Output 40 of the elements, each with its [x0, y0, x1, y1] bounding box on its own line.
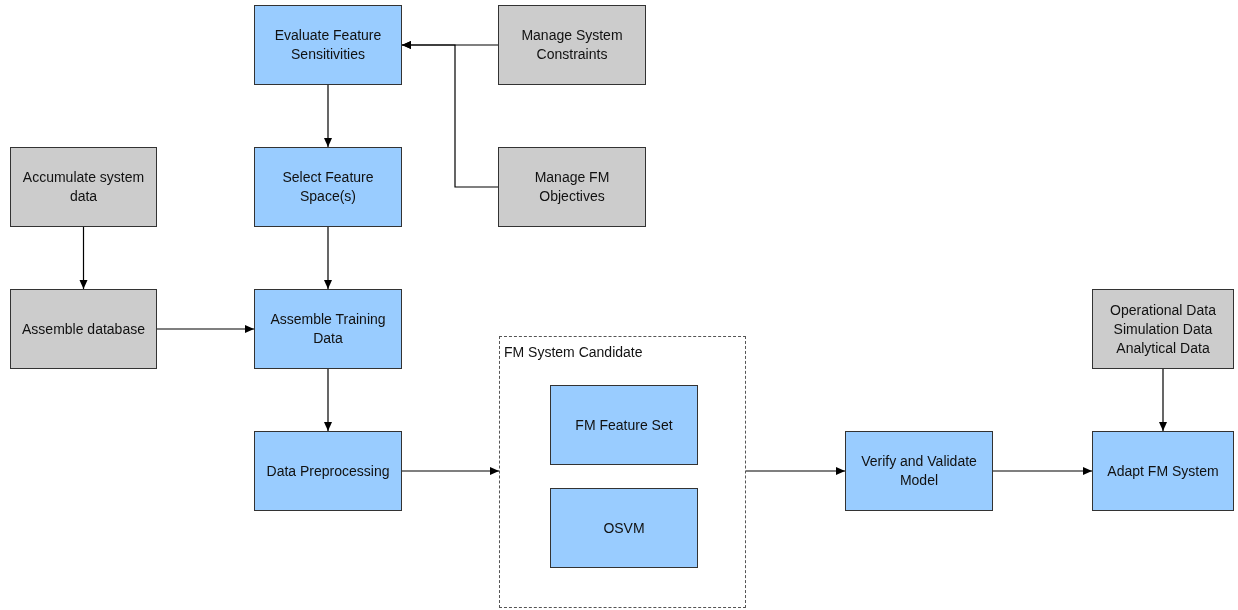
box-label: Evaluate Feature Sensitivities — [273, 26, 383, 64]
arrow — [401, 41, 499, 188]
process-box — [550, 488, 698, 568]
process-box — [550, 385, 698, 465]
process-box — [10, 147, 157, 227]
process-box — [498, 5, 646, 85]
box-label: Verify and Validate Model — [860, 452, 978, 490]
arrow — [1159, 368, 1167, 432]
box-label: Manage FM Objectives — [533, 168, 611, 206]
box-label: Accumulate system data — [21, 168, 146, 206]
process-box — [1092, 289, 1234, 369]
process-box — [1092, 431, 1234, 511]
dashed-group-box — [499, 336, 746, 608]
process-box — [845, 431, 993, 511]
arrow — [324, 368, 332, 432]
arrow — [324, 84, 332, 148]
box-label: Manage System Constraints — [520, 26, 624, 64]
box-label: Analytical Data — [1116, 338, 1210, 358]
box-label: Assemble Training Data — [269, 310, 387, 348]
box-label: Simulation Data — [1113, 319, 1213, 339]
box-label: Select Feature Space(s) — [281, 168, 375, 206]
box-label: Operational Data — [1110, 300, 1216, 320]
process-box — [254, 5, 402, 85]
box-label: FM Feature Set — [575, 415, 673, 435]
box-label: Adapt FM System — [1107, 461, 1219, 481]
arrow — [745, 467, 846, 475]
arrow — [156, 325, 255, 333]
box-label: OSVM — [603, 518, 645, 538]
box-label: Data Preprocessing — [266, 461, 390, 481]
process-box — [254, 289, 402, 369]
process-box — [498, 147, 646, 227]
arrow — [79, 226, 88, 290]
arrow — [401, 467, 500, 475]
arrow — [992, 467, 1093, 475]
process-box — [254, 147, 402, 227]
process-box — [254, 431, 402, 511]
box-label: Assemble database — [22, 319, 145, 339]
arrow — [324, 226, 332, 290]
group-title: FM System Candidate — [504, 343, 643, 362]
process-box — [10, 289, 157, 369]
